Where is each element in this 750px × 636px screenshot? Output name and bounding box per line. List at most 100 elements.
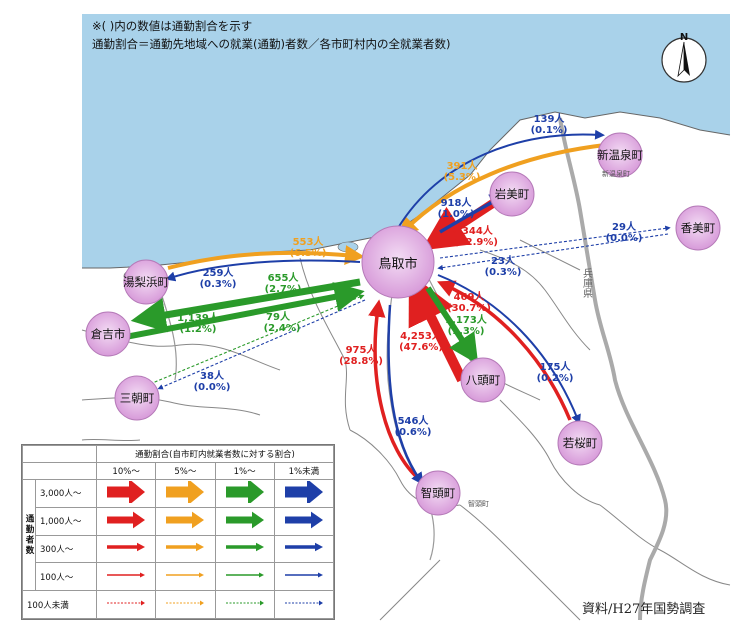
flow-pct-to-misasa: (0.0%) [194,382,231,393]
flow-pct-kami: (0.3%) [485,267,522,278]
city-circle-kurayoshi [85,311,131,357]
flow-pct-to-shinonsen: (0.1%) [531,125,568,136]
flow-count-wakasa: 469人 [454,290,486,303]
legend-arrow-blue-1 [284,511,323,529]
flow-count-to-yurihama: 259人 [203,266,235,279]
flow-count-yazu: 4,253人 [400,329,443,342]
flow-pct-misasa: (2.4%) [264,323,301,334]
flow-arrow-to-shinonsen [397,129,605,229]
flow-pct-shinonsen: (5.3%) [444,172,481,183]
flow-arrow-yazu [408,272,467,383]
prefecture-border [558,117,669,621]
city-circle-chizu [415,470,461,516]
legend-col-under1: 1%未満 [273,462,335,480]
flow-count-to-chizu: 546人 [398,414,430,427]
legend-arrow-blue-4 [284,600,323,606]
flow-count-shinonsen: 391人 [447,159,479,172]
flow-arrow-to-kurayoshi [119,282,365,341]
city-circle-yazu [460,357,506,403]
legend-side-label: 通勤者数 [22,478,36,592]
north-arrow: N [661,32,707,83]
legend-arrow-green-1 [225,511,264,529]
city-circle-tottori [361,225,435,299]
flow-arrow-to-yazu [425,286,479,365]
flow-count-kurayoshi: 655人 [268,271,300,284]
flow-pct-kurayoshi: (2.7%) [265,284,302,295]
source-credit: 資料/H27年国勢調査 [582,602,706,617]
city-name-iwami: 岩美町 [495,187,530,201]
legend-row-100: 100人〜 [35,562,97,592]
legend-arrow-orange-1 [166,511,205,529]
flow-arrow-to-wakasa [437,274,581,425]
note-line-2: 通勤割合＝通勤先地域への就業(通勤)者数／各市町村内の全就業者数) [92,37,451,51]
prefecture-label: 兵庫県 [581,267,593,299]
city-name-wakasa: 若桜町 [563,436,598,450]
flow-count-yurihama: 553人 [293,235,325,248]
city-name-yazu: 八頭町 [466,373,501,387]
flow-count-to-iwami: 918人 [441,196,473,209]
flow-pct-to-wakasa: (0.2%) [537,373,574,384]
flow-count-chizu: 975人 [346,343,378,356]
city-circle-shinonsen [597,132,643,178]
legend-arrow-orange-3 [166,572,205,578]
city-name-tottori: 鳥取市 [378,256,417,272]
city-circle-misasa [114,375,160,421]
legend-col-10: 10%〜 [95,462,157,480]
city-name-kami: 香美町 [681,221,716,235]
flow-pct-to-iwami: (1.0%) [438,209,475,220]
legend-arrow-blue-2 [284,543,323,552]
legend-arrow-red-0 [107,478,146,506]
place-label-chizu: 智頭町 [468,499,489,508]
legend-row-3000: 3,000人〜 [35,479,97,508]
flow-count-to-wakasa: 175人 [540,360,572,373]
flow-count-to-kami: 29人 [612,220,637,233]
flow-arrow-to-chizu [387,304,424,486]
place-label-shinonsen: 新温泉町 [602,169,630,178]
legend-arrow-red-4 [107,600,146,606]
city-name-shinonsen: 新温泉町 [597,148,643,162]
legend-arrow-orange-0 [166,478,205,506]
flow-arrow-iwami [421,198,498,251]
legend-arrow-red-3 [107,572,146,578]
flow-count-iwami: 2,344人 [451,224,494,237]
flow-count-to-kurayoshi: 1,139人 [177,311,220,324]
flow-pct-to-chizu: (0.6%) [395,427,432,438]
flow-count-kami: 23人 [491,254,516,267]
legend-arrow-green-2 [225,543,264,552]
flow-arrow-yurihama [167,245,365,270]
flow-pct-to-yurihama: (0.3%) [200,279,237,290]
legend-arrow-red-1 [107,511,146,529]
flow-pct-yazu: (47.6%) [399,342,443,353]
flow-pct-wakasa: (30.7%) [447,303,491,314]
city-name-misasa: 三朝町 [120,391,155,405]
legend-arrow-orange-2 [166,543,205,552]
flow-pct-to-yazu: (1.3%) [448,326,485,337]
city-name-yurihama: 湯梨浜町 [123,275,169,289]
legend-row-1000: 1,000人〜 [35,506,97,536]
flow-pct-iwami: (42.9%) [454,237,498,248]
city-circle-iwami [489,171,535,217]
flow-pct-yurihama: (6.5%) [290,248,327,259]
legend-arrow-orange-4 [166,600,205,606]
legend-row-300: 300人〜 [35,534,97,564]
flow-arrow-to-misasa [157,299,366,390]
sea [82,14,730,268]
city-circles [85,132,721,516]
flow-arrow-kami [437,233,669,271]
flow-arrow-misasa [149,294,365,385]
flow-count-to-yazu: 1,173人 [445,313,488,326]
flow-count-to-misasa: 38人 [200,369,225,382]
legend-col-1: 1%〜 [214,462,275,480]
city-circle-kami [675,205,721,251]
north-label: N [680,32,688,43]
flow-count-to-shinonsen: 139人 [534,112,566,125]
flow-arrow-chizu [368,299,422,482]
note-line-1: ※( )内の数値は通勤割合を示す [92,19,253,33]
flow-pct-to-kurayoshi: (1.2%) [180,324,217,335]
flow-count-misasa: 79人 [266,310,291,323]
city-name-chizu: 智頭町 [421,486,456,500]
legend-arrow-blue-0 [284,478,323,506]
legend-arrow-green-3 [225,572,264,578]
flow-arrow-wakasa [437,280,572,421]
